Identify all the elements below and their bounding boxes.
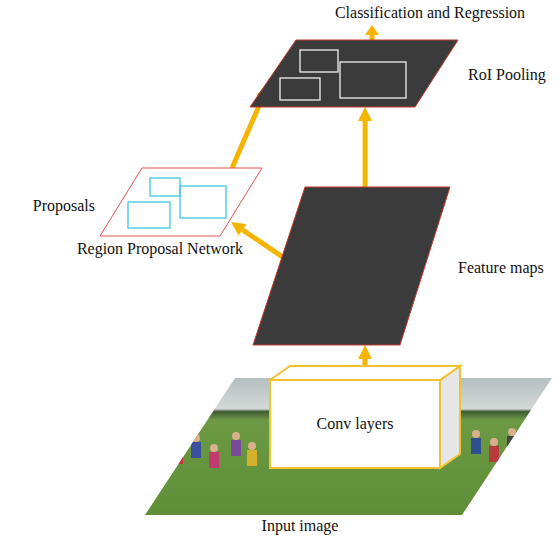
person-figure [471,430,481,454]
output-arrow-head [365,25,379,35]
photo [140,378,560,518]
flow-arrow [243,230,284,258]
node-label: Proposals [33,197,95,215]
person-figure [507,428,517,452]
proposal-box [150,178,180,196]
node-label: Region Proposal Network [77,240,243,258]
pooled-region [300,50,338,72]
proposal-box [128,202,170,228]
proposals-map-outline [100,168,262,236]
person-figure [247,442,257,466]
node-label: RoI Pooling [468,66,546,84]
feature-map-outline [253,187,450,345]
node-label: Feature maps [458,259,544,277]
roi-pooling-map: RoI Pooling [250,40,458,107]
proposals-map: ProposalsRegion Proposal Network [100,168,262,236]
proposals-map-shape [100,168,262,236]
conv-top-face [270,366,460,380]
conv-block: Conv layers [270,366,460,468]
pooled-region [280,78,320,100]
person-figure [209,444,219,468]
feature-map-shape [253,187,450,345]
conv-side-face [440,366,460,468]
person-figure [173,440,183,464]
photo-ground [140,378,560,518]
output-label: Classification and Regression [335,4,525,22]
flow-arrow [363,359,368,366]
node-label: Conv layers [317,415,394,433]
conv-block-outline [270,380,440,468]
feature-map: Feature maps [253,187,450,345]
node-label: Input image [262,517,339,535]
pooled-region [340,62,406,98]
proposal-box [180,186,226,218]
roi-pooling-map-shape [250,40,458,107]
person-figure [191,434,201,458]
person-figure [231,432,241,456]
roi-pooling-map-outline [250,40,458,107]
flow-arrow [363,121,368,187]
person-figure [489,438,499,462]
flow-arrow [232,98,262,168]
